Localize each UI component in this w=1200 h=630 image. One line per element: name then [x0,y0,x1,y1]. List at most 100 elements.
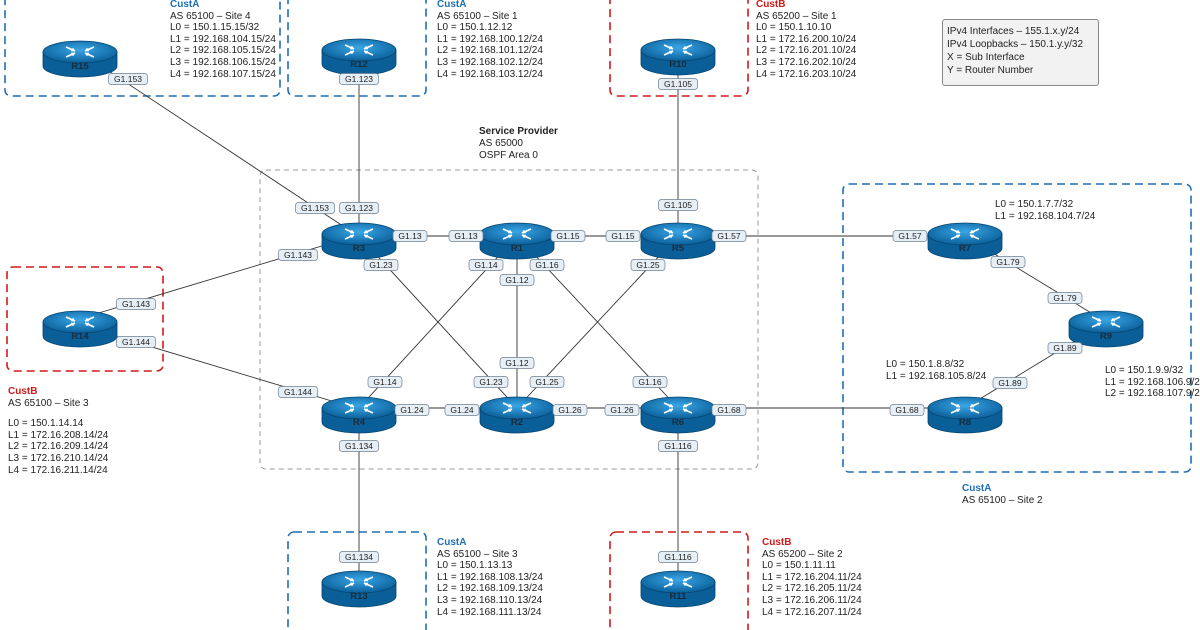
svg-text:G1.15: G1.15 [611,231,634,241]
loopbacks-r9: L0 = 150.1.9.9/32 L1 = 192.168.106.9/24 … [1105,365,1200,400]
interface-label: G1.14 [468,259,504,271]
interface-label: G1.16 [632,376,668,388]
loopback-line: L4 = 172.16.203.10/24 [756,68,857,80]
legend-line: IPv4 Loopbacks – 150.1.y.y/32 [947,39,1084,50]
site-info-r11: CustB AS 65200 – Site 2 L0 = 150.1.11.11… [762,537,862,618]
svg-text:G1.143: G1.143 [122,299,150,309]
site-info-r15: CustA AS 65100 – Site 4 L0 = 150.1.15.15… [170,0,276,80]
router-r9[interactable]: R9 [1068,310,1144,348]
router-arrows-icon [663,402,693,414]
interface-label: G1.153 [295,202,335,214]
site-as: AS 65100 – Site 2 [962,494,1043,506]
router-r6[interactable]: R6 [640,396,716,434]
router-arrows-icon [950,402,980,414]
loopback-line: L2 = 192.168.107.9/24 [1105,388,1200,400]
interface-label: G1.68 [889,404,925,416]
loopback-line: L3 = 192.168.106.15/24 [170,56,276,68]
router-name: R11 [670,591,688,602]
service-provider-label: Service Provider AS 65000 OSPF Area 0 [479,126,558,162]
router-r5[interactable]: R5 [640,222,716,260]
interface-label: G1.116 [658,551,698,563]
loopback-line: L3 = 172.16.210.14/24 [8,452,109,464]
router-name: R5 [672,243,685,254]
router-r13[interactable]: R13 [321,570,397,608]
interface-label: G1.123 [339,73,379,85]
router-r10[interactable]: R10 [640,38,716,76]
customer-name: CustB [762,537,792,548]
svg-text:G1.25: G1.25 [535,377,558,387]
router-arrows-icon [663,44,693,56]
site-as: AS 65100 – Site 3 [8,397,89,409]
interface-label: G1.143 [278,249,318,261]
router-arrows-icon [344,228,374,240]
interface-label: G1.134 [339,440,379,452]
svg-text:G1.57: G1.57 [898,231,921,241]
loopback-line: L2 = 192.168.109.13/24 [437,583,543,595]
loopback-line: L0 = 150.1.12.12 [437,22,513,34]
loopback-line: L2 = 172.16.209.14/24 [8,441,109,453]
loopback-line: L0 = 150.1.9.9/32 [1105,365,1184,376]
interface-label: G1.24 [444,404,480,416]
router-arrows-icon [344,576,374,588]
loopback-line: L2 = 172.16.201.10/24 [756,45,857,57]
svg-text:G1.153: G1.153 [301,203,329,213]
router-r8[interactable]: R8 [927,396,1003,434]
router-r12[interactable]: R12 [321,38,397,76]
router-name: R15 [71,61,89,72]
site-as: AS 65200 – Site 2 [762,548,843,560]
interface-label: G1.79 [990,256,1026,268]
router-r3[interactable]: R3 [321,222,397,260]
interface-label: G1.26 [552,404,588,416]
router-r1[interactable]: R1 [479,222,555,260]
customer-name: CustB [8,386,38,397]
loopback-line: L1 = 172.16.204.11/24 [762,571,862,583]
router-r11[interactable]: R11 [640,570,716,608]
svg-text:G1.79: G1.79 [996,257,1019,267]
loopback-line: L1 = 192.168.106.9/24 [1105,376,1200,388]
router-name: R13 [350,591,367,602]
router-r15[interactable]: R15 [42,40,118,78]
legend-line: X = Sub Interface [947,52,1025,63]
router-arrows-icon [344,402,374,414]
router-arrows-icon [65,316,95,328]
interface-label: G1.134 [339,551,379,563]
router-name: R1 [511,243,524,254]
interface-label: G1.15 [605,230,641,242]
router-name: R2 [511,417,523,428]
svg-text:G1.13: G1.13 [454,231,477,241]
service-provider-area: OSPF Area 0 [479,150,538,161]
interface-label: G1.57 [711,230,747,242]
svg-text:G1.153: G1.153 [114,74,142,84]
interface-label: G1.12 [499,357,535,369]
loopback-line: L0 = 150.1.8.8/32 [886,359,965,370]
interface-label: G1.57 [892,230,928,242]
customer-name: CustA [170,0,200,10]
svg-text:G1.123: G1.123 [345,74,373,84]
svg-text:G1.105: G1.105 [664,79,692,89]
router-r4[interactable]: R4 [321,396,397,434]
loopback-line: L1 = 192.168.100.12/24 [437,33,543,45]
loopback-line: L4 = 172.16.207.11/24 [762,606,862,618]
router-name: R3 [353,243,365,254]
interface-label: G1.105 [658,199,698,211]
loopback-line: L0 = 150.1.15.15/32 [170,22,260,34]
router-r14[interactable]: R14 [42,310,118,348]
site-info-custa-site2: CustA AS 65100 – Site 2 [962,483,1043,506]
site-info-r14: CustB AS 65100 – Site 3 L0 = 150.1.14.14… [8,386,108,476]
svg-text:G1.57: G1.57 [717,231,740,241]
svg-text:G1.14: G1.14 [474,260,497,270]
interface-label: G1.105 [658,78,698,90]
loopback-line: L0 = 150.1.10.10 [756,22,832,34]
interface-label: G1.12 [499,274,535,286]
router-r2[interactable]: R2 [479,396,555,434]
svg-text:G1.15: G1.15 [556,231,579,241]
interface-label: G1.25 [529,376,565,388]
service-provider-as: AS 65000 [479,138,523,149]
svg-text:G1.144: G1.144 [284,387,312,397]
site-info-r10: CustB AS 65200 – Site 1 L0 = 150.1.10.10… [756,0,856,80]
interface-label: G1.116 [658,440,698,452]
legend-box: IPv4 Interfaces – 155.1.x.y/24 IPv4 Loop… [942,19,1099,86]
router-r7[interactable]: R7 [927,222,1003,260]
interface-label: G1.25 [630,259,666,271]
